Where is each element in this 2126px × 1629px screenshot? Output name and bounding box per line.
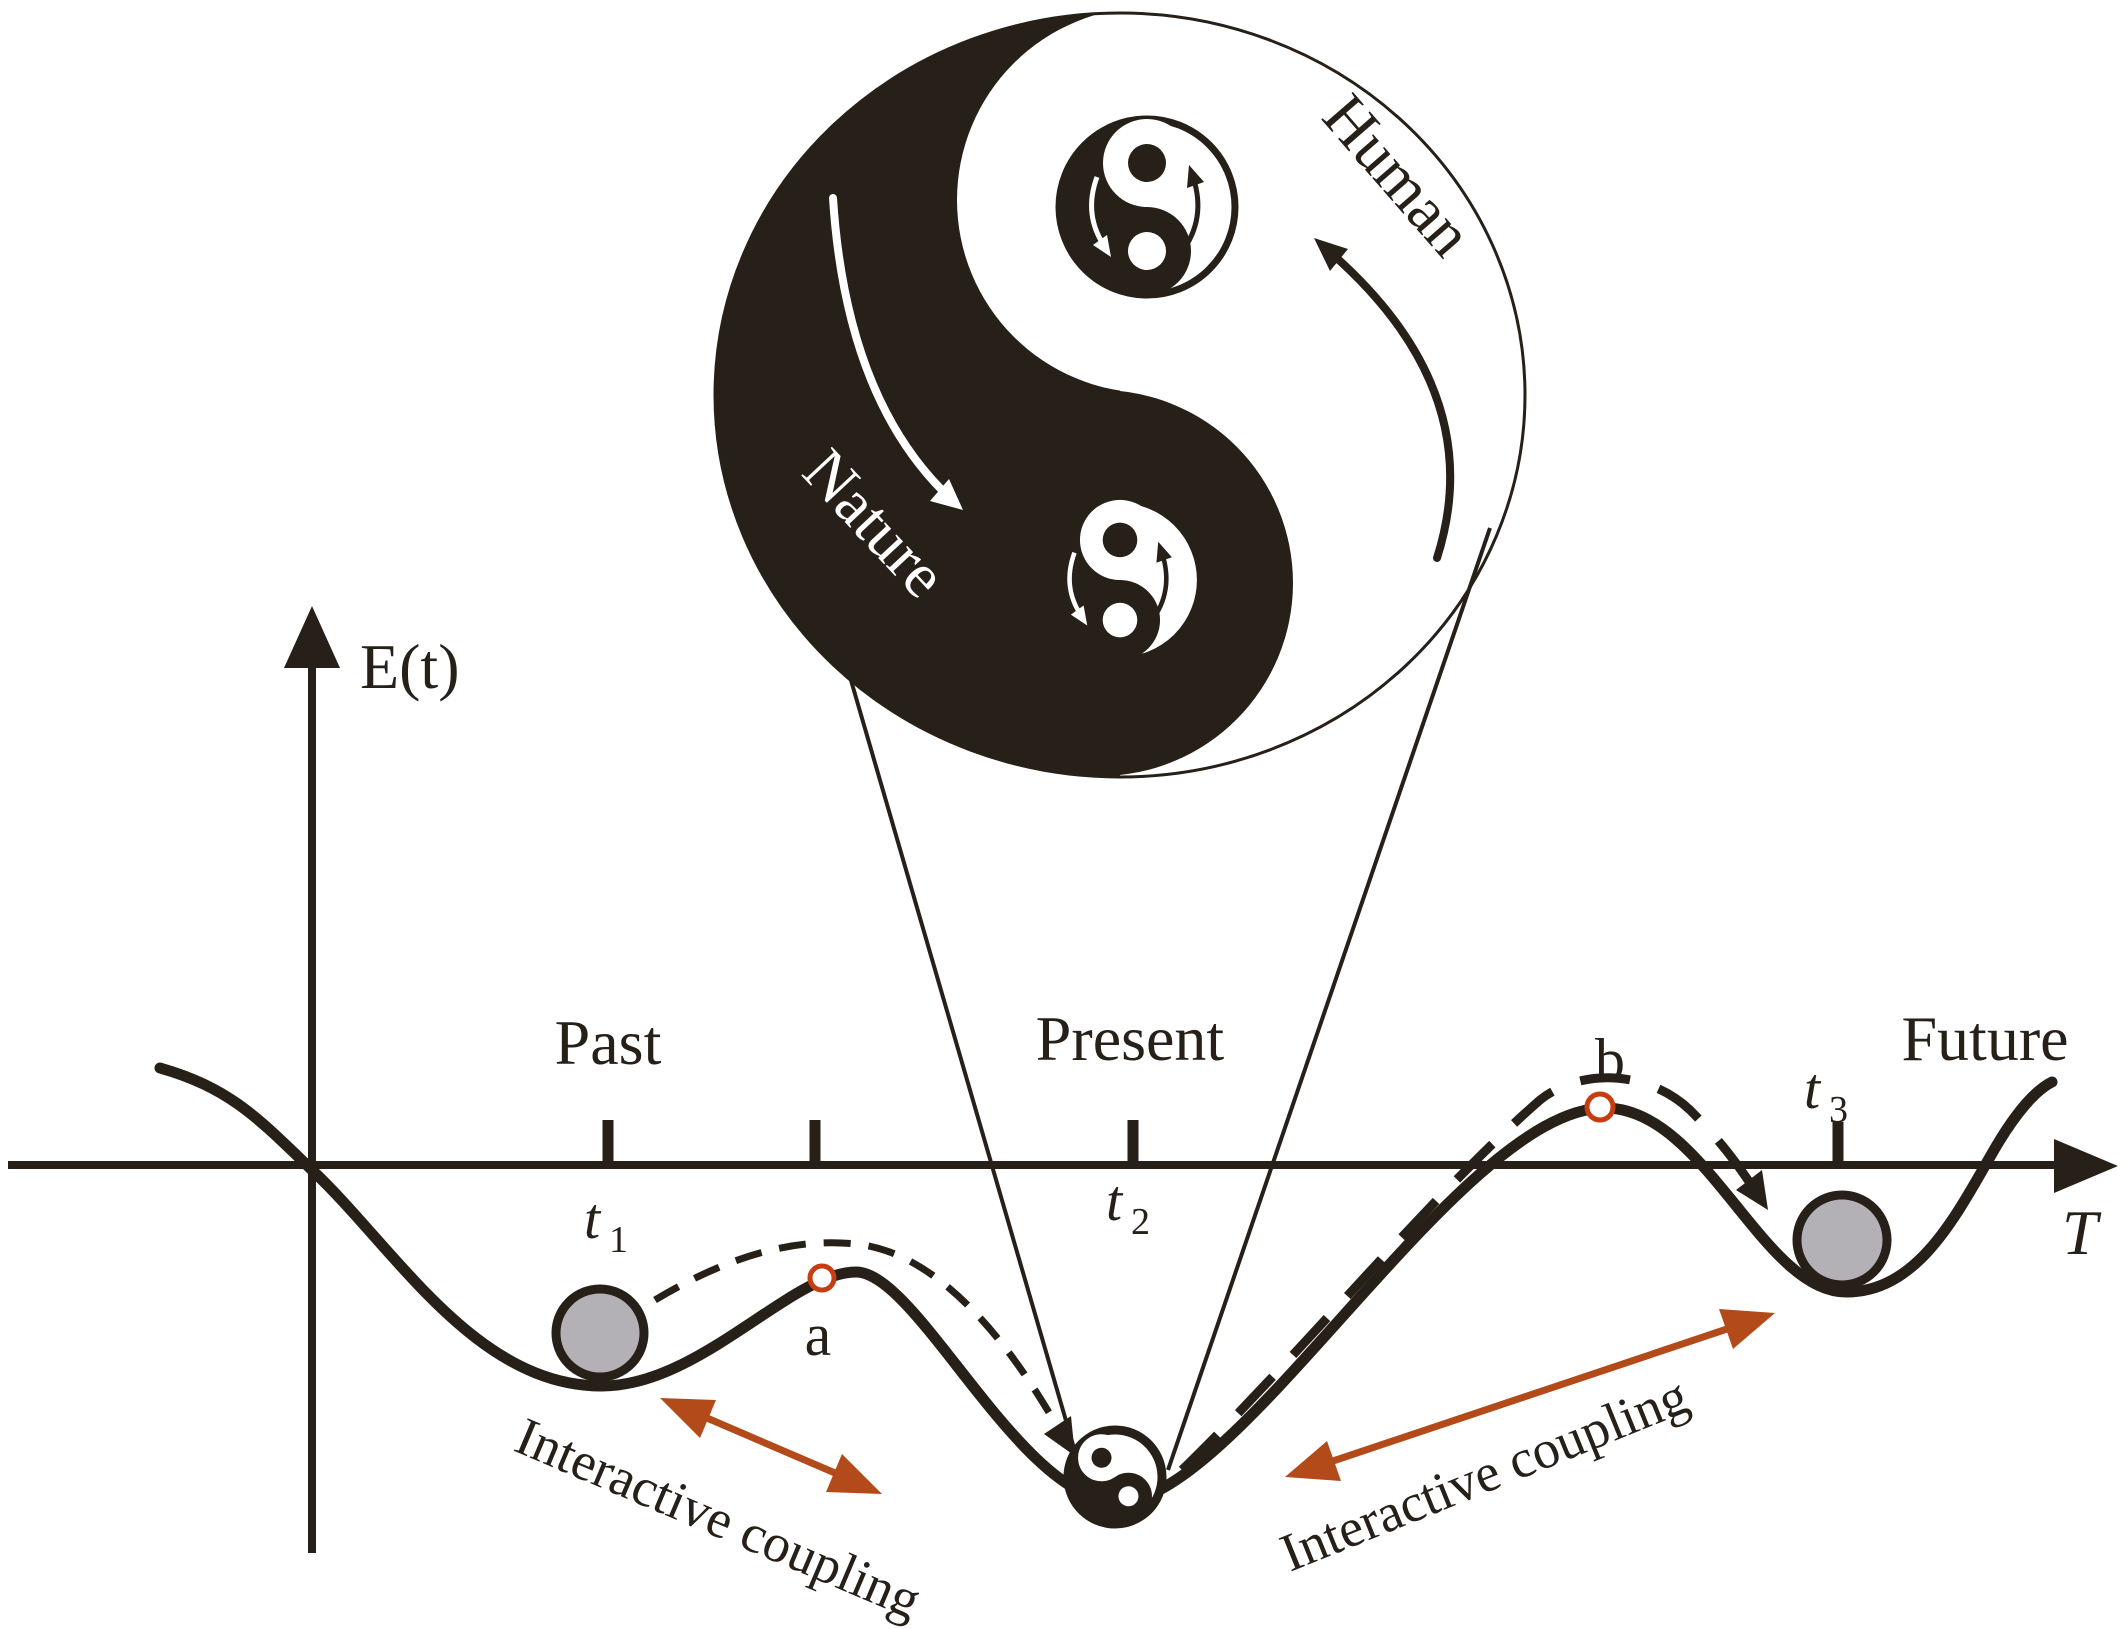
double-arrowhead-icon: [1285, 1441, 1341, 1481]
yin-dot-icon: [1128, 144, 1166, 182]
point-a-label: a: [805, 1302, 832, 1368]
yang-dot-icon: [1128, 232, 1166, 270]
t2-subscript: 2: [1131, 1201, 1150, 1243]
coupling-arrow-right: [1285, 1309, 1775, 1481]
yinyang-outline: [713, 11, 1527, 779]
t1-label: t: [584, 1186, 602, 1251]
t3-label: t: [1804, 1056, 1822, 1121]
future-label: Future: [1901, 1003, 2068, 1074]
interactive-coupling-left-label: Interactive coupling: [507, 1406, 929, 1629]
magnifier-cone-left-line: [846, 669, 1080, 1463]
mini-yinyang-upper: [1055, 115, 1239, 299]
magnifier-cone-right-line: [1166, 527, 1492, 1471]
double-arrowhead-icon: [826, 1454, 882, 1494]
future-state-ball: [1792, 1190, 1892, 1290]
y-axis-arrowhead-icon: [284, 606, 340, 668]
mini-arrow-up: [1179, 176, 1201, 255]
trajectory-arrowhead-icon: [1736, 1170, 1768, 1210]
nature-rotation-arrow: [829, 194, 954, 502]
mini-yinyang-lower: [1036, 496, 1204, 664]
t3-subscript: 3: [1829, 1089, 1848, 1131]
yin-dot-icon: [1091, 1447, 1112, 1468]
double-arrowhead-icon: [660, 1398, 716, 1438]
past-label: Past: [555, 1007, 662, 1078]
trajectory-present-to-future-dashed: [1178, 1073, 1756, 1474]
nature-rotation-arrowhead-icon: [930, 479, 963, 510]
yin-yang-symbol: Nature Human: [713, 7, 1527, 779]
yang-dot-icon: [1118, 1486, 1139, 1507]
t2-label: t: [1106, 1168, 1124, 1233]
human-rotation-arrow: [1326, 248, 1455, 562]
point-b-marker: [1584, 1091, 1616, 1123]
mini-arrowhead-down-icon: [1070, 605, 1088, 626]
past-state-ball: [551, 1284, 649, 1382]
yin-dot-icon: [1102, 522, 1138, 558]
present-state-yinyang-ball: [1063, 1425, 1167, 1529]
mini-arrowhead-up-icon: [1187, 165, 1204, 188]
x-axis-label: T: [2062, 1197, 2102, 1268]
mini-arrowhead-up-icon: [1156, 541, 1172, 563]
axes: [8, 606, 2118, 1553]
point-a-marker: [807, 1263, 837, 1293]
human-rotation-arrowhead-icon: [1314, 238, 1348, 271]
coupling-arrow-left: [660, 1398, 882, 1494]
point-b-label: b: [1595, 1027, 1625, 1093]
present-label: Present: [1036, 1003, 1225, 1074]
x-axis-arrowhead-icon: [2054, 1139, 2118, 1193]
double-arrowhead-icon: [1719, 1309, 1775, 1349]
y-axis-label: E(t): [360, 631, 460, 702]
t1-subscript: 1: [609, 1219, 628, 1261]
trajectory-arrowhead-icon: [1044, 1416, 1075, 1456]
mini-arrowhead-down-icon: [1093, 235, 1111, 257]
double-arrow-shaft: [1328, 1324, 1732, 1466]
double-arrow-shaft: [698, 1411, 844, 1480]
yang-dot-icon: [1102, 602, 1138, 638]
